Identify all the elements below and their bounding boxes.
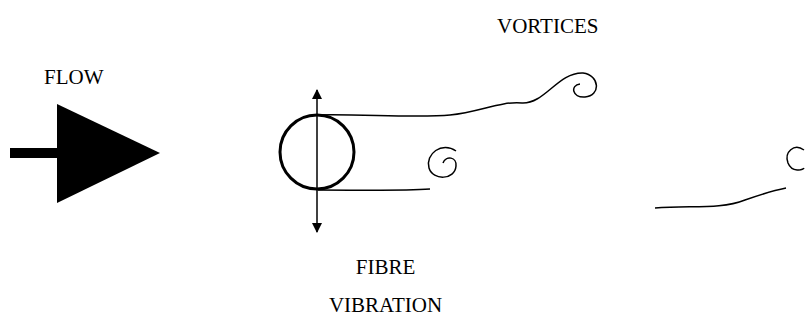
flow-arrow-stem (10, 148, 60, 158)
vortex (787, 148, 804, 171)
flow-label: FLOW (44, 64, 104, 90)
flow-arrow-head (57, 104, 160, 203)
vortex (428, 147, 456, 177)
vibration-label: FIBRE VIBRATION (308, 248, 463, 324)
lower-wake-line (318, 189, 430, 190)
wake-line (655, 188, 786, 208)
vibration-arrow (316, 90, 318, 232)
vortices-label: VORTICES (497, 13, 598, 39)
upper-wake-line (318, 73, 596, 116)
